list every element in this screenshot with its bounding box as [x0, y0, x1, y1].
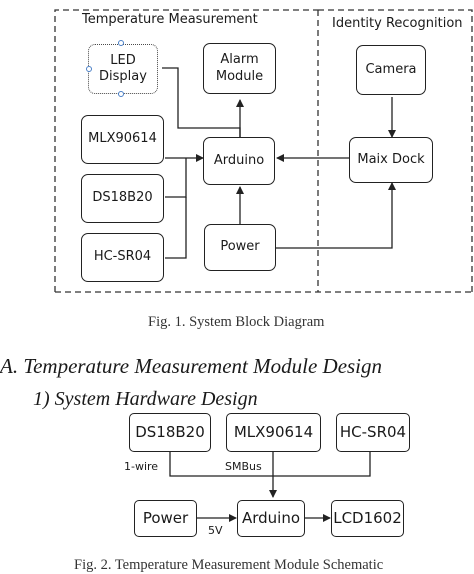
mlx90614-block: MLX90614: [81, 115, 164, 164]
alarm-module-block: Alarm Module: [203, 43, 276, 94]
selection-handle: [86, 66, 92, 72]
selection-handle: [118, 91, 124, 97]
ds18b20-block: DS18B20: [81, 174, 164, 223]
ds18b20-label: DS18B20: [92, 190, 153, 206]
hc-sr04-label: HC-SR04: [93, 249, 152, 265]
label-1-wire: 1-wire: [124, 460, 159, 473]
mlx90614-label: MLX90614: [88, 131, 157, 147]
region-label-temperature: Temperature Measurement: [82, 12, 258, 27]
fig2-ds18b20-label: DS18B20: [135, 423, 205, 442]
fig2-arduino-label: Arduino: [241, 509, 301, 528]
connector-power-maix: [276, 182, 396, 249]
led-display-label: LED Display: [99, 52, 147, 84]
region-label-identity: Identity Recognition: [332, 16, 463, 31]
fig2-lcd1602-label: LCD1602: [333, 509, 402, 528]
camera-label: Camera: [365, 61, 417, 77]
fig2-power-block: Power: [134, 500, 197, 537]
power-block: Power: [204, 224, 276, 271]
region-borders: [54, 9, 473, 293]
fig2-power-label: Power: [142, 509, 189, 528]
fig2-lcd1602-block: LCD1602: [331, 500, 404, 537]
fig2-arduino-block: Arduino: [237, 500, 305, 537]
subsection-heading: 1) System Hardware Design: [33, 388, 258, 410]
led-display-block: LED Display: [88, 44, 158, 94]
camera-block: Camera: [356, 45, 426, 95]
label-5v: 5V: [208, 524, 223, 537]
connector-hc-bus: [165, 197, 187, 259]
section-heading: A. Temperature Measurement Module Design: [0, 354, 383, 378]
arduino-label: Arduino: [213, 152, 265, 168]
maix-dock-label: Maix Dock: [357, 151, 425, 167]
fig2-mlx90614-label: MLX90614: [233, 423, 314, 442]
fig2-hc-sr04-label: HC-SR04: [339, 423, 407, 442]
arduino-block: Arduino: [203, 137, 275, 185]
wire-ds18b20: [169, 452, 371, 477]
fig2-ds18b20-block: DS18B20: [129, 413, 211, 452]
fig2-hc-sr04-block: HC-SR04: [336, 413, 410, 452]
hc-sr04-block: HC-SR04: [81, 233, 164, 282]
selection-handle: [118, 40, 124, 46]
fig2-mlx90614-block: MLX90614: [226, 413, 321, 452]
figure1-caption: Fig. 1. System Block Diagram: [148, 314, 325, 330]
maix-dock-block: Maix Dock: [349, 137, 433, 183]
label-smbus: SMBus: [225, 460, 262, 473]
alarm-module-label: Alarm Module: [215, 52, 264, 84]
power-label: Power: [220, 239, 260, 255]
